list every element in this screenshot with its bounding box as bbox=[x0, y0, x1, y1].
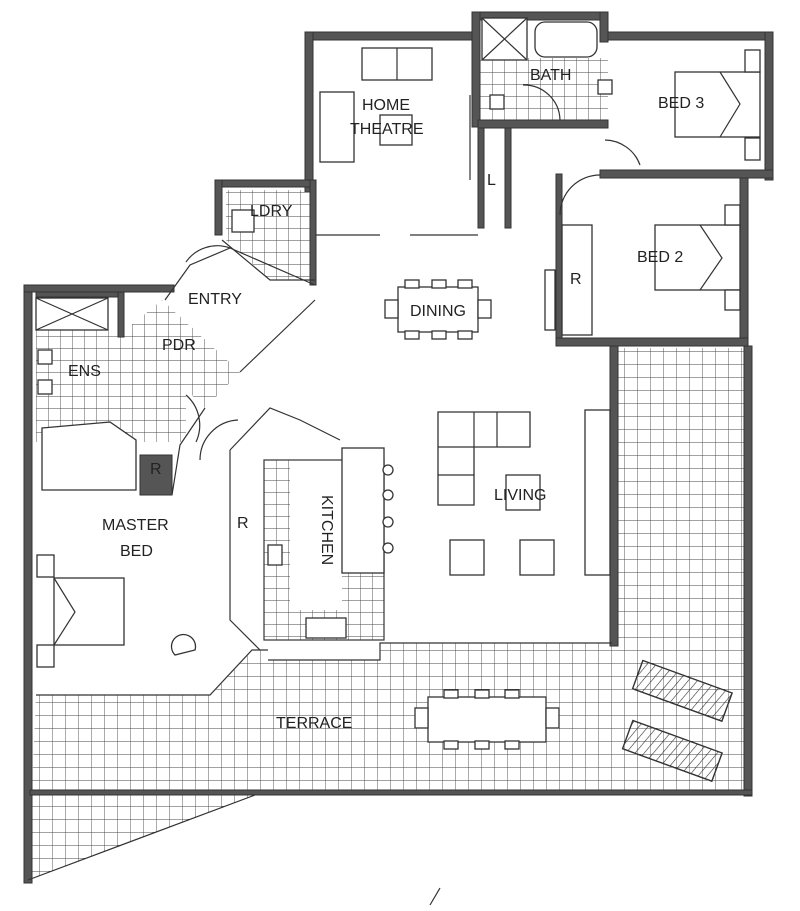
sun-lounger-icon bbox=[621, 719, 724, 783]
bed-icon bbox=[654, 224, 741, 291]
powder-label: PDR bbox=[162, 337, 196, 354]
dining-label: DINING bbox=[410, 303, 466, 320]
laundry-label: LDRY bbox=[250, 203, 293, 220]
sun-lounger-icon bbox=[631, 659, 734, 723]
coffee-table-icon bbox=[505, 474, 541, 511]
toilet-icon bbox=[37, 349, 53, 365]
toilet-icon bbox=[597, 79, 613, 95]
robe-hall-label: R bbox=[237, 515, 249, 532]
linen-label: L bbox=[487, 172, 496, 189]
chair-icon bbox=[170, 633, 197, 656]
master-bed-label-2: BED bbox=[120, 543, 153, 560]
furniture bbox=[35, 17, 761, 906]
bath-label: BATH bbox=[530, 67, 571, 84]
sofa-icon bbox=[319, 91, 355, 163]
sink-icon bbox=[305, 617, 347, 639]
bathtub-icon bbox=[41, 421, 137, 491]
tv-unit bbox=[584, 409, 611, 576]
armchair-icon bbox=[449, 539, 485, 576]
bed-icon bbox=[674, 71, 761, 138]
bathtub-icon bbox=[534, 21, 598, 58]
terrace-label: TERRACE bbox=[276, 715, 352, 732]
master-bed-label: MASTER bbox=[102, 517, 169, 534]
table-icon bbox=[379, 114, 413, 146]
home-theatre-label-2: THEATRE bbox=[350, 121, 423, 138]
robe-bed2-label: R bbox=[570, 271, 582, 288]
outdoor-table-icon bbox=[427, 696, 547, 743]
entry-label: ENTRY bbox=[188, 291, 242, 308]
wardrobe bbox=[561, 224, 593, 336]
bed3-label: BED 3 bbox=[658, 95, 704, 112]
robe-master-label: R bbox=[150, 461, 162, 478]
walls bbox=[23, 11, 774, 884]
armchair-icon bbox=[519, 539, 555, 576]
kitchen-island bbox=[341, 447, 385, 574]
tiled-floors bbox=[28, 58, 748, 880]
living-label: LIVING bbox=[494, 487, 546, 504]
bed2-label: BED 2 bbox=[637, 249, 683, 266]
bed-icon bbox=[53, 577, 125, 646]
ensuite-label: ENS bbox=[68, 363, 101, 380]
kitchen-label: KITCHEN bbox=[318, 495, 335, 565]
terrace-tiles bbox=[28, 348, 748, 880]
home-theatre-label: HOME bbox=[362, 97, 410, 114]
room-labels: HOME THEATRE BATH BED 3 L LDRY BED 2 R E… bbox=[68, 67, 704, 732]
bath-tiles bbox=[480, 58, 608, 126]
powder-tiles bbox=[125, 300, 240, 408]
basin-icon bbox=[489, 94, 505, 110]
